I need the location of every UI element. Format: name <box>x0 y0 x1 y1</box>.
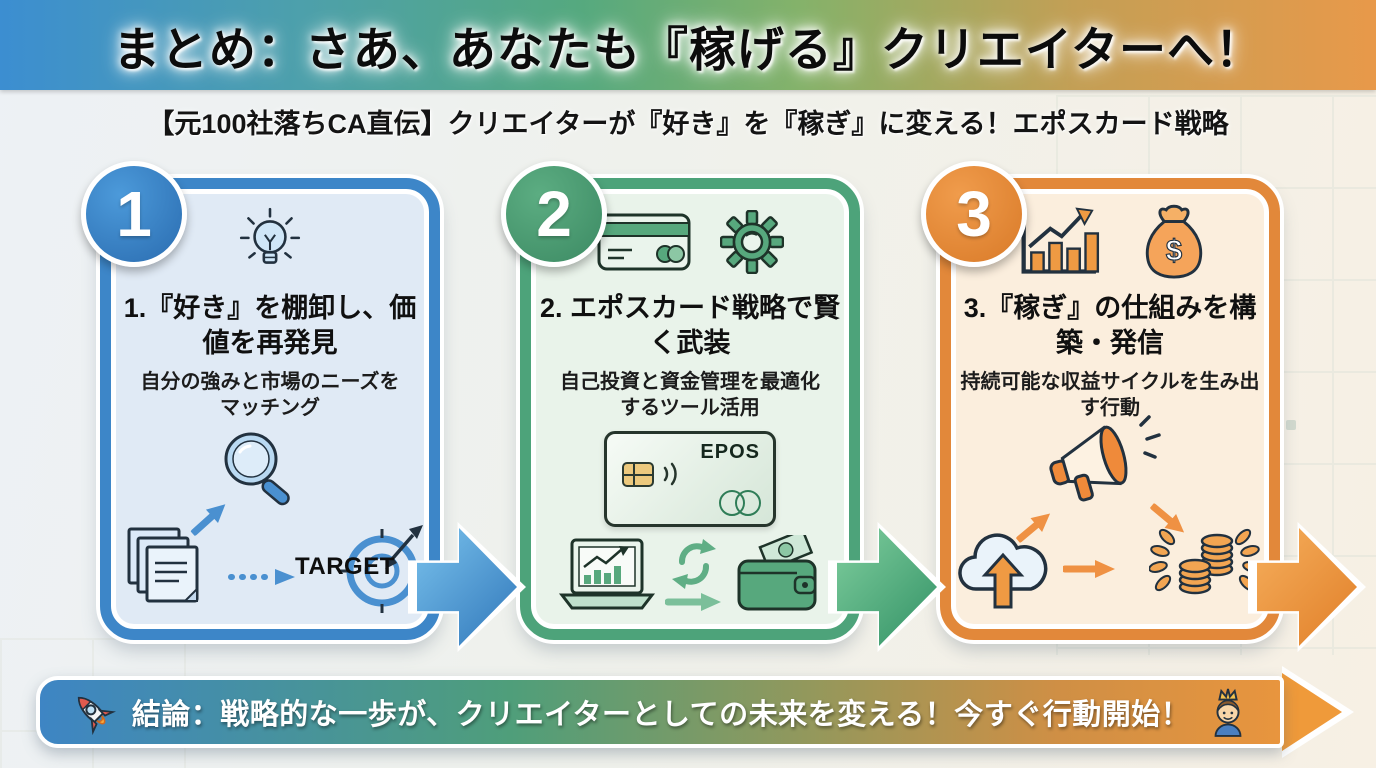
step-3-top-icons: $ <box>1010 201 1210 283</box>
step-connector-arrow-2 <box>828 513 946 661</box>
arrow-up-right-icon <box>190 504 226 536</box>
step-2-mid-arrows <box>665 538 723 612</box>
dollar-symbol: $ <box>1166 235 1182 267</box>
subtitle-text: 【元100社落ちCA直伝】クリエイターが『好き』を『稼ぎ』に変える！エポスカード… <box>147 108 1229 139</box>
header-banner: まとめ：さあ、あなたも『稼げる』クリエイターへ！ <box>0 0 1376 90</box>
lightbulb-icon <box>239 207 301 264</box>
step-number-badge: 2 <box>501 161 607 267</box>
step-card-1: 1 1.『好き <box>81 161 440 640</box>
wallet-cash-icon <box>737 535 817 611</box>
prince-icon <box>1214 688 1242 737</box>
step-connector-arrow-1 <box>408 513 526 661</box>
contactless-icon <box>663 462 677 486</box>
cycle-arrows-icon <box>672 539 716 590</box>
laptop-chart-icon <box>558 538 656 610</box>
coins-laurel-icon <box>1149 528 1261 595</box>
step-card-3: 3 $ <box>921 161 1280 640</box>
card-logo-circles <box>719 490 761 517</box>
circuit-dot <box>1286 420 1296 430</box>
cloud-upload-icon <box>958 533 1048 609</box>
documents-icon <box>127 527 199 603</box>
step-connector-arrow-3 <box>1248 513 1366 661</box>
money-bag-icon: $ <box>1145 204 1203 279</box>
rocket-icon <box>77 696 116 735</box>
step-2-title: 2. エポスカード戦略で賢く武装 <box>539 293 841 358</box>
arrow-down-right-icon <box>1149 503 1185 533</box>
step-1-icon-cluster: TARGET <box>111 421 429 629</box>
arrow-right-icon <box>665 593 721 612</box>
megaphone-icon <box>1049 415 1161 502</box>
step-2-bottom-icons <box>557 535 823 615</box>
gear-icon <box>720 210 784 274</box>
steps-row: 1 1.『好き <box>0 161 1376 653</box>
arrow-right-icon <box>1063 560 1115 579</box>
step-3-description: 持続可能な収益サイクルを生み出す行動 <box>960 371 1260 420</box>
magnifier-icon <box>224 432 290 506</box>
credit-card-icon <box>597 213 691 271</box>
conclusion-banner: 結論：戦略的な一歩が、クリエイターとしての未来を変える！今すぐ行動開始！ <box>36 676 1284 748</box>
dotted-arrow-icon <box>228 569 295 586</box>
target-label: TARGET <box>295 553 395 581</box>
step-card-3-content: $ 3.『稼ぎ』の仕組みを構築・発信 持続可能な収益サイクルを生み出す行動 <box>951 189 1269 629</box>
conclusion-text: 結論：戦略的な一歩が、クリエイターとしての未来を変える！今すぐ行動開始！ <box>131 699 1191 731</box>
step-card-2: 2 <box>501 161 860 640</box>
banner-arrow-tip <box>1282 673 1342 751</box>
step-1-description: 自分の強みと市場のニーズをマッチング <box>140 371 400 420</box>
step-number-badge: 1 <box>81 161 187 267</box>
step-2-top-icons <box>596 201 784 283</box>
arrow-up-right-icon <box>1015 513 1051 543</box>
subheader-bar: 【元100社落ちCA直伝】クリエイターが『好き』を『稼ぎ』に変える！エポスカード… <box>0 90 1376 152</box>
card-chip-icon <box>622 462 654 488</box>
step-1-title: 1.『好き』を棚卸し、価値を再発見 <box>123 293 417 358</box>
step-3-icon-cluster <box>951 415 1269 629</box>
step-card-2-content: 2. エポスカード戦略で賢く武装 自己投資と資金管理を最適化するツール活用 EP… <box>531 189 849 629</box>
step-2-description: 自己投資と資金管理を最適化するツール活用 <box>560 371 820 420</box>
epos-card-graphic: EPOS <box>604 431 776 528</box>
step-1-top-icons <box>234 201 306 283</box>
step-number-badge: 3 <box>921 161 1027 267</box>
page-title: まとめ：さあ、あなたも『稼げる』クリエイターへ！ <box>112 22 1264 76</box>
epos-brand-label: EPOS <box>700 441 760 464</box>
step-3-title: 3.『稼ぎ』の仕組みを構築・発信 <box>963 293 1257 358</box>
